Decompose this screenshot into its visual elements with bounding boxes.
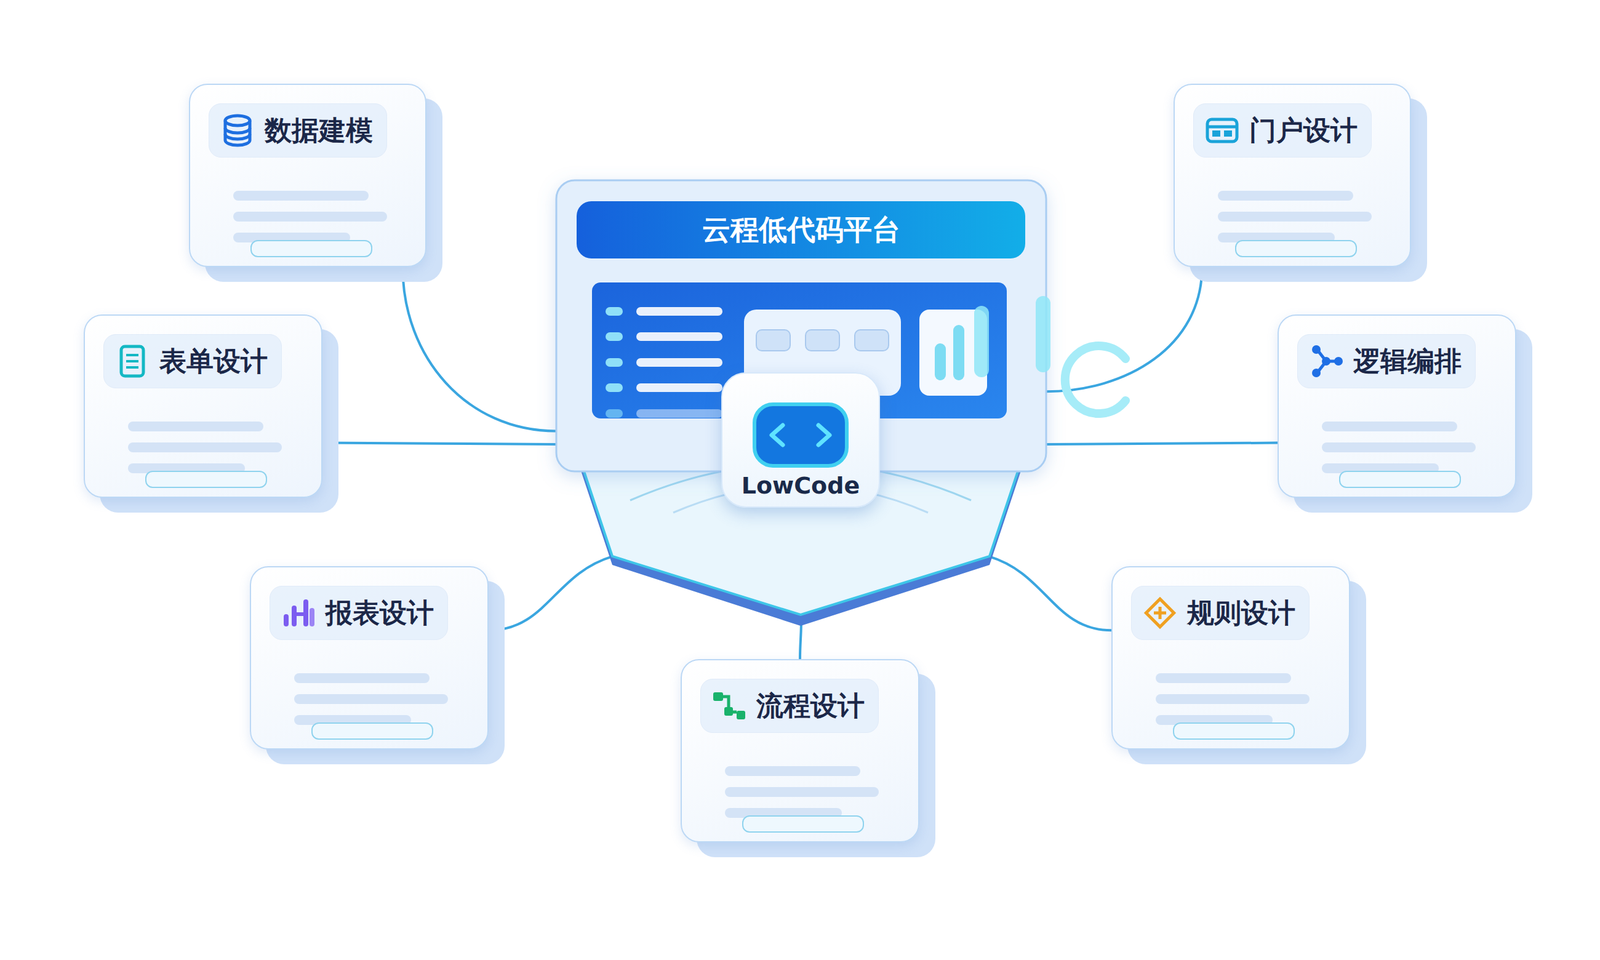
placeholder-line	[233, 190, 369, 201]
placeholder-button	[1172, 722, 1295, 740]
connector-line	[989, 556, 1112, 631]
placeholder-line	[1321, 421, 1458, 432]
module-card: 数据建模	[188, 83, 427, 268]
module-icon	[115, 344, 150, 379]
card-title: 逻辑编排	[1353, 345, 1462, 378]
connector-line	[488, 556, 613, 631]
placeholder-line	[1155, 694, 1310, 704]
card-header: 数据建模	[208, 103, 388, 158]
card-header: 流程设计	[700, 678, 879, 733]
card-header: 门户设计	[1193, 103, 1372, 158]
connector-line	[800, 620, 802, 660]
placeholder-line	[1321, 442, 1476, 453]
card-header: 报表设计	[269, 585, 448, 640]
module-icon	[1142, 595, 1178, 631]
placeholder-button	[250, 240, 373, 258]
module-icon	[712, 688, 747, 724]
module-icon	[281, 595, 316, 631]
connector-line	[1046, 443, 1278, 445]
module-icon	[1204, 113, 1240, 148]
placeholder-button	[742, 815, 864, 833]
placeholder-line	[1217, 190, 1354, 201]
module-card: 流程设计	[680, 659, 920, 843]
badge-label: LowCode	[722, 472, 879, 500]
card-header: 规则设计	[1131, 585, 1310, 640]
card-title: 数据建模	[264, 114, 373, 148]
connector-line	[322, 443, 557, 445]
card-face: 流程设计	[680, 659, 920, 843]
card-title: 流程设计	[756, 689, 865, 723]
card-face: 逻辑编排	[1277, 314, 1517, 498]
placeholder-button	[311, 722, 434, 740]
module-card: 逻辑编排	[1277, 314, 1517, 498]
placeholder-line	[1155, 673, 1292, 684]
placeholder-line	[294, 673, 430, 684]
placeholder-line	[294, 694, 448, 704]
placeholder-button	[1339, 470, 1461, 488]
placeholder-line	[233, 211, 388, 222]
placeholder-line	[128, 442, 282, 453]
placeholder-button	[145, 470, 268, 488]
card-header: 逻辑编排	[1297, 334, 1476, 389]
module-card: 表单设计	[83, 314, 323, 498]
module-icon	[220, 113, 255, 148]
module-card: 规则设计	[1111, 566, 1351, 750]
module-card: 报表设计	[249, 566, 489, 750]
placeholder-line	[724, 766, 861, 776]
placeholder-line	[128, 421, 264, 432]
card-face: 门户设计	[1173, 83, 1412, 268]
card-face: 规则设计	[1111, 566, 1351, 750]
card-face: 数据建模	[188, 83, 427, 268]
platform-title: 云程低代码平台	[576, 201, 1026, 259]
platform-panel: 云程低代码平台 LowCode	[556, 180, 1047, 621]
card-face: 报表设计	[249, 566, 489, 750]
connector-line	[402, 267, 557, 432]
placeholder-line	[1217, 211, 1372, 222]
card-title: 门户设计	[1249, 114, 1358, 148]
lowcode-badge: LowCode	[721, 372, 880, 508]
card-header: 表单设计	[103, 334, 282, 389]
placeholder-line	[724, 787, 879, 797]
module-card: 门户设计	[1173, 83, 1412, 268]
module-icon	[1308, 344, 1344, 379]
card-face: 表单设计	[83, 314, 323, 498]
placeholder-button	[1235, 240, 1357, 258]
card-title: 表单设计	[159, 345, 268, 378]
card-title: 规则设计	[1187, 596, 1296, 630]
card-title: 报表设计	[325, 596, 434, 630]
